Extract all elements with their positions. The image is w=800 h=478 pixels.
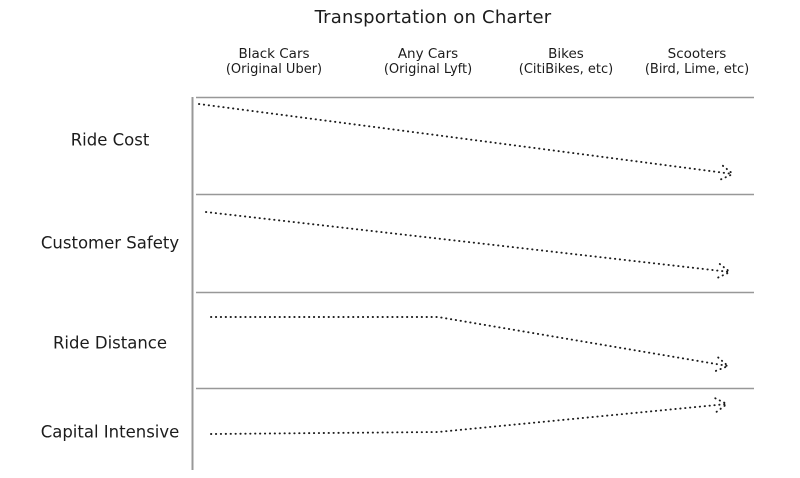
row-label-ride-cost: Ride Cost xyxy=(70,130,150,150)
row-label-ride-distance: Ride Distance xyxy=(52,333,168,353)
row-label-customer-safety: Customer Safety xyxy=(40,233,180,253)
chart-title: Transportation on Charter xyxy=(314,7,552,28)
column-subtitle: (CitiBikes, etc) xyxy=(518,62,614,77)
trend-arrow-ride-cost xyxy=(198,103,734,181)
column-subtitle: (Original Uber) xyxy=(225,62,323,77)
column-subtitle: (Original Lyft) xyxy=(383,62,473,77)
column-header-any-cars: Any Cars (Original Lyft) xyxy=(338,46,518,78)
column-header-black-cars: Black Cars (Original Uber) xyxy=(184,46,364,78)
column-name: Any Cars xyxy=(397,46,459,62)
column-subtitle: (Bird, Lime, etc) xyxy=(644,62,750,77)
column-name: Bikes xyxy=(548,46,584,62)
column-header-scooters: Scooters (Bird, Lime, etc) xyxy=(607,46,787,78)
trend-arrow-customer-safety xyxy=(205,211,731,279)
trend-arrow-ride-distance xyxy=(210,316,729,372)
column-name: Scooters xyxy=(667,46,727,62)
column-name: Black Cars xyxy=(238,46,310,62)
row-label-capital-intensive: Capital Intensive xyxy=(40,422,180,442)
column-header-bikes: Bikes (CitiBikes, etc) xyxy=(476,46,656,78)
trend-arrow-capital-intensive xyxy=(210,397,728,435)
